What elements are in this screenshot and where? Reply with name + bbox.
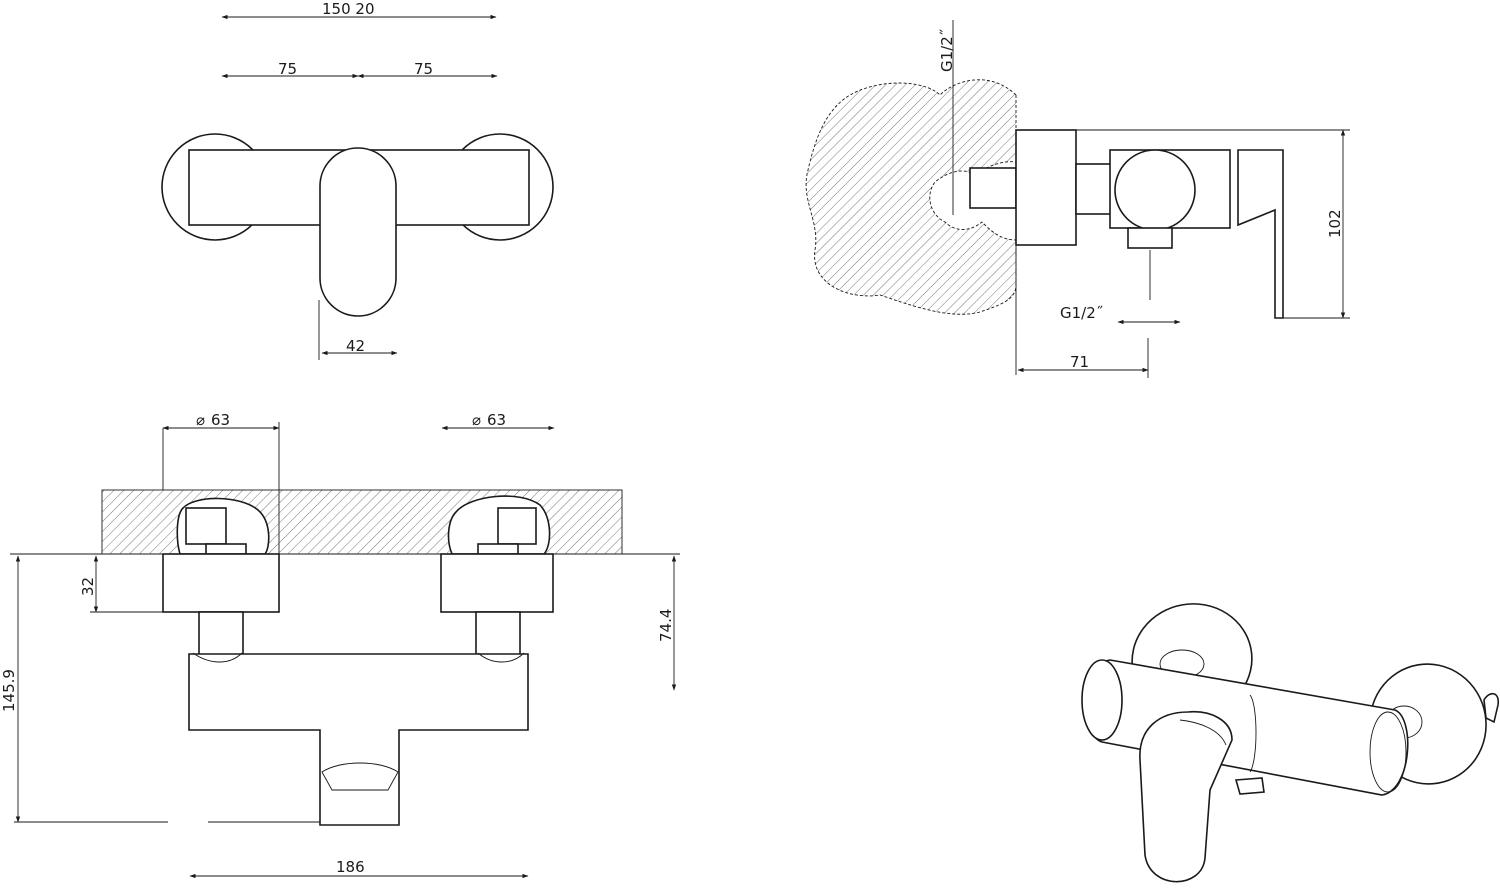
iso-body-seam bbox=[1249, 694, 1257, 773]
wall-section bbox=[805, 79, 1017, 315]
iso-handle-highlight bbox=[1179, 719, 1227, 746]
hose-outlet bbox=[1127, 227, 1173, 249]
iso-right-end-cap bbox=[1483, 692, 1500, 724]
iso-body-left-end bbox=[1081, 659, 1123, 741]
cartridge-cap bbox=[1114, 149, 1196, 231]
dim-handle-width-label: 42 bbox=[346, 337, 365, 355]
dim-diameter-symbol-left: ⌀ bbox=[196, 411, 205, 429]
inlet-thread-label: G1/2˝ bbox=[938, 29, 956, 72]
side-view: G1/2˝ 102 G1/2˝ 71 bbox=[805, 20, 1350, 378]
dim-left-cover-label: 63 bbox=[211, 411, 230, 429]
left-inlet-fitting bbox=[185, 507, 227, 545]
isometric-view bbox=[1081, 603, 1500, 883]
dim-projection-label: 71 bbox=[1070, 353, 1089, 371]
dim-right-cover-label: 63 bbox=[487, 411, 506, 429]
right-fitting-nut bbox=[477, 543, 519, 555]
iso-lever-handle bbox=[1139, 710, 1233, 883]
dim-diameter-symbol-right: ⌀ bbox=[472, 411, 481, 429]
right-inlet-fitting bbox=[497, 507, 537, 545]
left-escutcheon bbox=[162, 553, 280, 613]
outlet-thread-label: G1/2˝ bbox=[1060, 304, 1103, 322]
iso-body-right-end bbox=[1369, 711, 1407, 793]
dim-overall-label: 150 20 bbox=[322, 0, 375, 18]
left-eccentric bbox=[198, 611, 244, 658]
top-view: 150 20 75 75 42 bbox=[161, 0, 554, 360]
lever-handle-side bbox=[1237, 149, 1284, 319]
dim-left-half-label: 75 bbox=[278, 60, 297, 78]
dim-outlet-height-label: 145.9 bbox=[0, 669, 18, 712]
dim-body-height-label: 74.4 bbox=[657, 609, 675, 642]
lever-handle-top bbox=[319, 147, 397, 317]
left-fitting-nut bbox=[205, 543, 247, 555]
body-seam-lines bbox=[192, 652, 525, 663]
dim-escutcheon-label: 32 bbox=[79, 577, 97, 596]
mixer-body-front bbox=[188, 653, 529, 826]
outlet-spout bbox=[321, 762, 399, 791]
iso-hose-outlet bbox=[1234, 777, 1265, 795]
dim-height-label: 102 bbox=[1326, 209, 1344, 238]
dim-overall-width-label: 186 bbox=[336, 858, 365, 876]
inlet-pipe bbox=[969, 167, 1017, 209]
front-view: ⌀ 63 ⌀ 63 32 145.9 74.4 186 bbox=[0, 411, 680, 879]
right-eccentric bbox=[475, 611, 521, 658]
right-escutcheon bbox=[440, 553, 554, 613]
wall-escutcheon bbox=[1015, 129, 1077, 246]
dim-right-half-label: 75 bbox=[414, 60, 433, 78]
